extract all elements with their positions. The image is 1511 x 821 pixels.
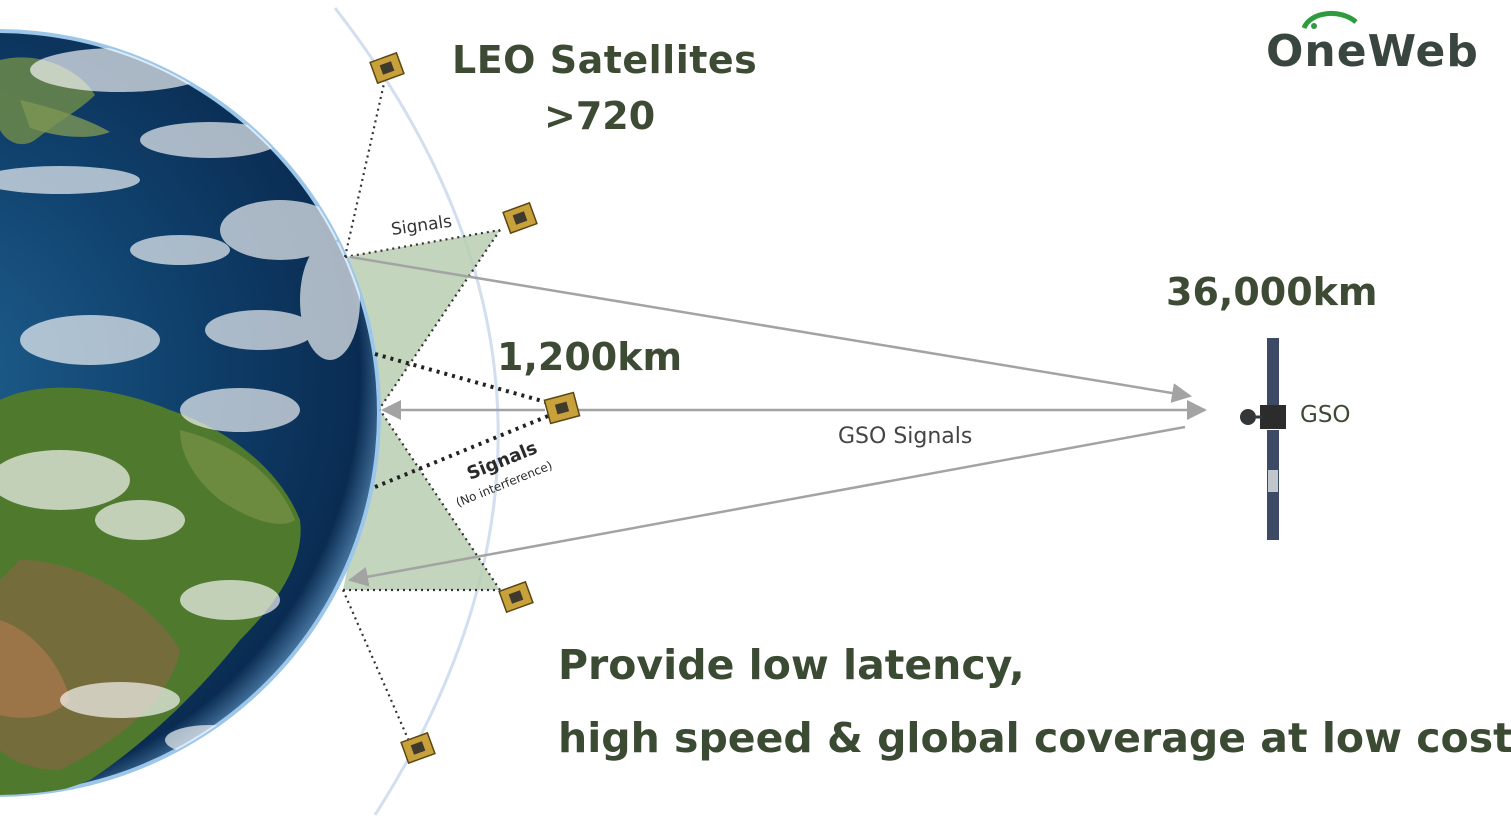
leo-center-links bbox=[374, 352, 554, 489]
leo-links bbox=[341, 69, 501, 749]
leo-altitude-label: 1,200km bbox=[497, 335, 683, 379]
gso-label: GSO bbox=[1300, 402, 1351, 428]
link-to-leo-5 bbox=[341, 589, 414, 749]
link-to-leo-1 bbox=[343, 69, 389, 258]
leo-satellites-count: >720 bbox=[544, 94, 656, 138]
gso-signals-label: GSO Signals bbox=[838, 424, 973, 449]
oneweb-logo-swoosh-icon bbox=[1301, 10, 1358, 30]
signals-label-upper: Signals bbox=[390, 212, 453, 240]
leo-satellite-icon bbox=[369, 51, 405, 85]
leo-orbit-arc bbox=[333, 7, 500, 816]
coverage-area-lower bbox=[343, 410, 500, 590]
leo-satellites-title: LEO Satellites bbox=[452, 38, 758, 82]
leo-satellite-icon bbox=[498, 580, 534, 614]
gso-arrow-top bbox=[349, 255, 1192, 403]
tagline-line-2: high speed & global coverage at low cost bbox=[558, 714, 1511, 762]
leo-satellite-icon bbox=[543, 391, 581, 425]
gso-arrow-bottom bbox=[348, 425, 1186, 587]
gso-signal-arrows bbox=[348, 255, 1207, 587]
tagline-line-1: Provide low latency, bbox=[558, 641, 1025, 689]
center-link-upper bbox=[374, 352, 554, 406]
link-to-leo-2a bbox=[344, 228, 501, 259]
earth bbox=[0, 29, 381, 797]
leo-satellite-icon bbox=[400, 731, 436, 765]
gso-altitude-label: 36,000km bbox=[1166, 270, 1378, 314]
gso-satellite-icon bbox=[1240, 338, 1286, 540]
center-link-lower bbox=[374, 412, 554, 489]
leo-satellite-icon bbox=[502, 201, 538, 235]
oneweb-logo: OneWeb bbox=[1266, 26, 1479, 77]
link-to-leo-4b bbox=[379, 409, 501, 591]
